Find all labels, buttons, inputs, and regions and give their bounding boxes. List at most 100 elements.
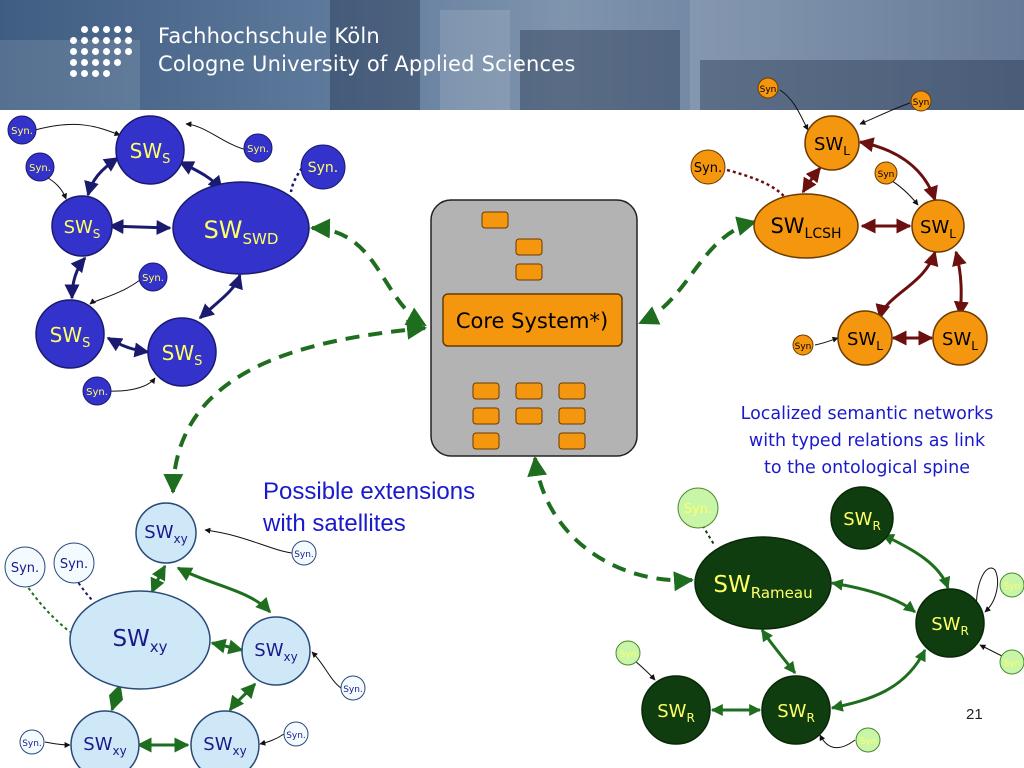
- syn-label: Syn: [620, 650, 637, 660]
- logo-dot: [70, 70, 77, 77]
- core-block: [472, 432, 500, 450]
- node-sw-s-label: SWS: [162, 341, 203, 369]
- syn-node: [340, 675, 366, 701]
- syn-node: [855, 727, 881, 753]
- caption-line: Possible extensions: [263, 478, 476, 505]
- page-number: 21: [966, 706, 983, 723]
- logo-dot: [92, 37, 99, 44]
- syn-node: [677, 487, 719, 529]
- syn-label: Syn: [760, 85, 777, 95]
- header-banner: Fachhochschule Köln Cologne University o…: [0, 0, 1024, 110]
- core-block: [558, 432, 586, 450]
- node-sw-s-label: SWS: [50, 323, 91, 351]
- logo-dot: [125, 26, 132, 33]
- core-block: [481, 211, 509, 229]
- rameau-cluster: SWR SWRameau SWR SWR SWR Syn. Syn Syn Sy…: [615, 486, 1024, 753]
- logo-dot: [81, 37, 88, 44]
- node-sw-xy-label: SWxy: [112, 626, 167, 656]
- swd-cluster: SWS SWS SWSWD SWS SWS Syn. Syn. Syn. Syn…: [7, 115, 346, 406]
- node-sw-s: [147, 317, 217, 387]
- core-block: [515, 263, 543, 281]
- syn-node: [53, 542, 95, 584]
- caption-line: to the ontological spine: [763, 458, 971, 478]
- syn-node: [690, 149, 726, 185]
- node-sw-l: [804, 115, 860, 171]
- logo-dot: [92, 26, 99, 33]
- core-system: Core System*): [430, 199, 638, 457]
- syn-node: [999, 649, 1024, 675]
- syn-label: Syn.: [684, 502, 712, 517]
- node-sw-xy-label: SWxy: [203, 734, 246, 758]
- syn-node: [910, 90, 932, 112]
- logo-dot: [114, 59, 121, 66]
- syn-label: Syn.: [22, 739, 42, 749]
- core-block: [472, 407, 500, 425]
- syn-label: Syn: [1004, 582, 1021, 592]
- node-sw-l-label: SWL: [920, 217, 956, 241]
- caption-line: Localized semantic networks: [740, 404, 994, 424]
- link-lcsh-core: [638, 216, 757, 325]
- node-sw-xy: [190, 710, 260, 768]
- node-sw-lcsh-label: SWLCSH: [770, 214, 841, 242]
- syn-node: [615, 640, 641, 666]
- syn-label: Syn.: [694, 161, 722, 176]
- syn-node: [792, 334, 814, 356]
- university-logo: [70, 26, 132, 84]
- logo-dot: [92, 48, 99, 55]
- logo-dot: [114, 26, 121, 33]
- node-sw-r-label: SWR: [931, 614, 969, 638]
- node-sw-r-label: SWR: [843, 509, 881, 533]
- syn-label: Syn: [878, 170, 895, 180]
- syn-label: Syn: [1004, 659, 1021, 669]
- node-sw-r: [915, 588, 985, 658]
- core-system-label: Core System*): [456, 309, 608, 333]
- syn-node: [291, 540, 317, 566]
- node-sw-xy: [70, 710, 140, 768]
- logo-dot: [81, 48, 88, 55]
- syn-node: [4, 546, 46, 588]
- node-sw-l: [911, 199, 965, 253]
- node-sw-s-label: SWS: [130, 139, 171, 167]
- caption-localized-networks: Localized semantic networks with typed r…: [712, 401, 1022, 482]
- caption-extensions: Possible extensions with satellites: [263, 476, 475, 540]
- syn-label: Syn.: [343, 685, 363, 695]
- node-sw-rameau: [694, 536, 832, 630]
- node-sw-s: [51, 195, 113, 257]
- caption-line: with typed relations as link: [748, 431, 986, 451]
- node-sw-xy-label: SWxy: [254, 640, 297, 664]
- syn-node: [999, 572, 1024, 598]
- syn-node: [7, 115, 37, 145]
- syn-node: [82, 376, 112, 406]
- logo-dot: [125, 48, 132, 55]
- logo-dot: [92, 59, 99, 66]
- logo-dot: [103, 26, 110, 33]
- logo-dot: [70, 48, 77, 55]
- syn-label: Syn.: [29, 163, 51, 174]
- core-label-box: [442, 293, 623, 347]
- syn-label: Syn.: [86, 387, 108, 398]
- logo-dot: [81, 59, 88, 66]
- syn-node: [19, 729, 45, 755]
- syn-node: [757, 77, 779, 99]
- node-sw-l-label: SWL: [942, 329, 978, 353]
- core-block: [558, 407, 586, 425]
- syn-label: Syn.: [247, 144, 269, 155]
- syn-node: [283, 721, 309, 747]
- link-rameau-core: [527, 456, 694, 592]
- xy-cluster: SWxy SWxy SWxy SWxy SWxy Syn. Syn. Syn. …: [4, 502, 366, 768]
- node-sw-swd: [172, 181, 310, 275]
- logo-dot: [92, 70, 99, 77]
- lcsh-cluster: SWL SWLCSH SWL SWL SWL Syn Syn Syn. Syn …: [690, 77, 988, 366]
- logo-dot: [70, 59, 77, 66]
- node-sw-rameau-label: SWRameau: [713, 572, 812, 602]
- node-sw-r: [641, 675, 711, 745]
- node-sw-s: [115, 115, 185, 185]
- logo-dot: [103, 70, 110, 77]
- link-swd-core: [310, 218, 427, 327]
- logo-dot: [114, 48, 121, 55]
- node-sw-l-label: SWL: [847, 329, 883, 353]
- core-block: [515, 407, 543, 425]
- syn-label: Syn.: [308, 160, 339, 176]
- node-sw-r: [830, 486, 894, 550]
- node-sw-xy-label: SWxy: [144, 522, 187, 546]
